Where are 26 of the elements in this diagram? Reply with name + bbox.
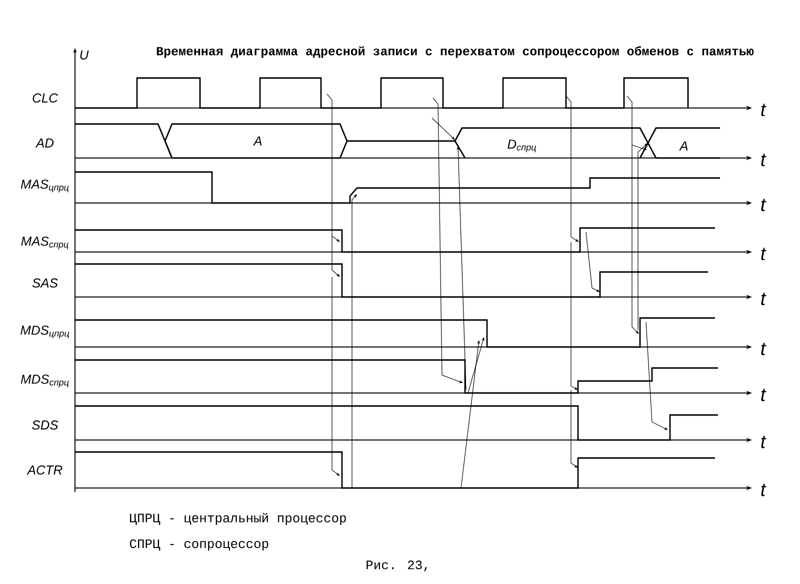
axis-label: t bbox=[761, 484, 766, 496]
signal-label: MDS$_{цпрц}$ bbox=[20, 326, 70, 338]
axis-label: t bbox=[761, 388, 766, 402]
axis-label: t bbox=[761, 154, 766, 166]
legend-text: ЦПРЦ - центральный процессор bbox=[130, 513, 346, 525]
axis-label: U bbox=[80, 50, 89, 60]
axis-label: t bbox=[761, 104, 766, 116]
signal-label: AD bbox=[35, 138, 54, 148]
signal-label: SAS bbox=[32, 278, 58, 288]
signal-label: MAS$_{цпрц}$ bbox=[20, 180, 69, 192]
axis-label: t bbox=[761, 292, 766, 306]
legend-text: СПРЦ - сопроцессор bbox=[130, 539, 268, 551]
signal-label: ACTR bbox=[26, 465, 62, 475]
axis-label: t bbox=[761, 248, 766, 260]
signal-label: CLC bbox=[32, 93, 58, 103]
signal-label: MAS$_{спрц}$ bbox=[21, 236, 68, 250]
bus-value-label: A bbox=[253, 136, 262, 146]
bus-value-label: A bbox=[679, 142, 688, 150]
axis-label: t bbox=[761, 342, 766, 356]
title: Временная диаграмма адресной записи с перехватом сопроцессором обменов с памятью bbox=[156, 46, 754, 58]
caption: Рис. 23, bbox=[366, 560, 427, 572]
axis-label: t bbox=[761, 198, 766, 212]
signal-label: MDS$_{спрц}$ bbox=[20, 374, 69, 388]
signal-label: SDS bbox=[32, 420, 58, 430]
bus-value-label: D$_{спрц}$ bbox=[508, 140, 536, 152]
axis-label: t bbox=[761, 436, 766, 448]
